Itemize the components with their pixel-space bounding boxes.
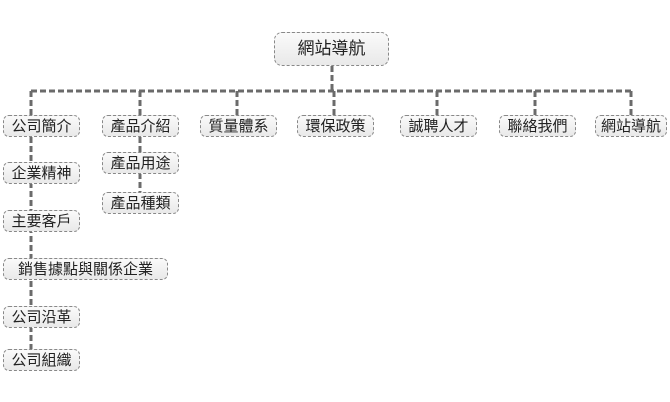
- node-company-profile[interactable]: 公司簡介: [3, 115, 80, 137]
- node-product-types[interactable]: 產品種類: [102, 192, 179, 214]
- node-company-history[interactable]: 公司沿革: [3, 306, 80, 328]
- node-quality-system[interactable]: 質量體系: [200, 115, 277, 137]
- node-sales-locations-affiliates[interactable]: 銷售據點與關係企業: [3, 258, 168, 280]
- node-site-navigation[interactable]: 網站導航: [595, 115, 667, 137]
- node-product-uses[interactable]: 產品用途: [102, 152, 179, 174]
- root-node-site-navigation[interactable]: 網站導航: [274, 32, 389, 66]
- node-major-customers[interactable]: 主要客戶: [3, 210, 80, 232]
- node-careers[interactable]: 誠聘人才: [400, 115, 477, 137]
- node-corporate-spirit[interactable]: 企業精神: [3, 162, 80, 184]
- node-contact-us[interactable]: 聯絡我們: [499, 115, 576, 137]
- node-company-organization[interactable]: 公司組織: [3, 349, 80, 371]
- node-product-introduction[interactable]: 產品介紹: [102, 115, 179, 137]
- node-environmental-policy[interactable]: 環保政策: [297, 115, 374, 137]
